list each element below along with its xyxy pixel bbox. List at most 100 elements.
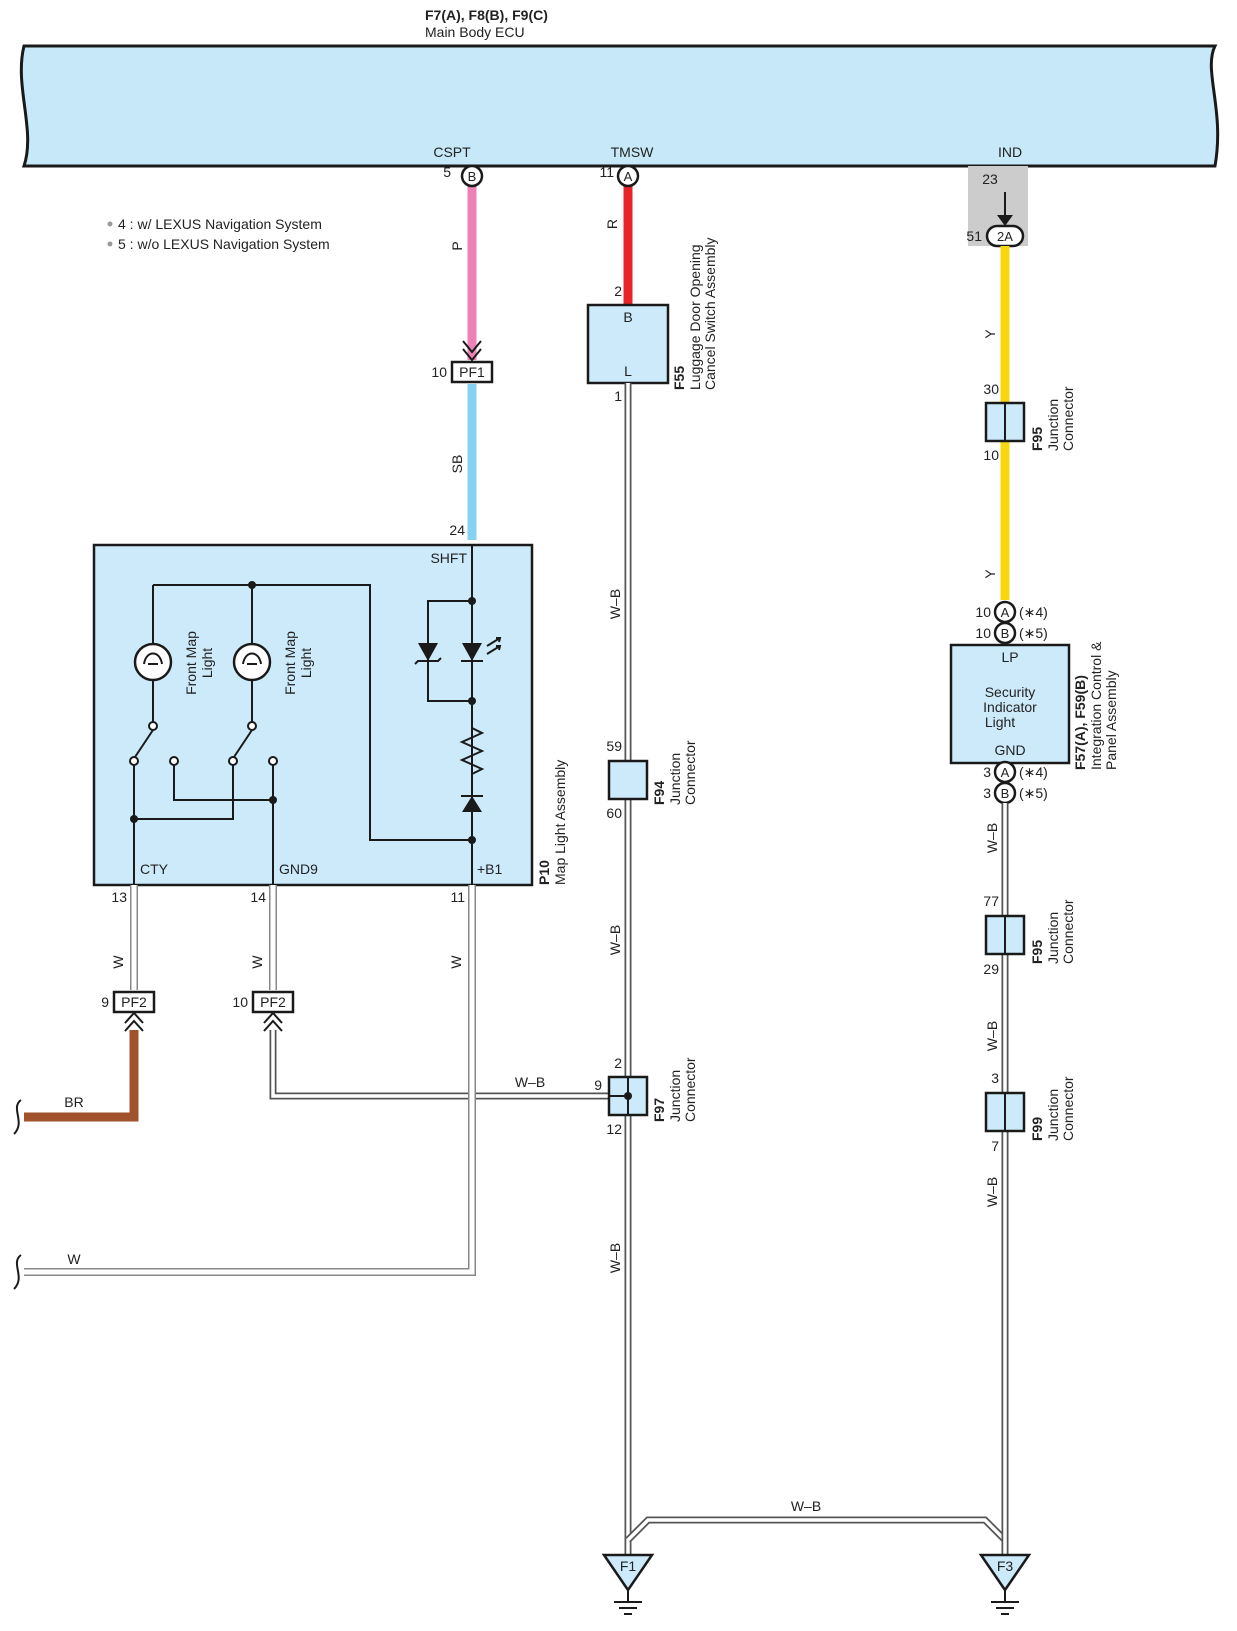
f94-num-top: 59	[606, 738, 622, 754]
f55-num-top: 2	[614, 283, 622, 299]
f59-top-a-num: 10	[975, 604, 991, 620]
f59-lp-label: LP	[1001, 649, 1018, 665]
f59-light-line-2: Indicator	[983, 699, 1037, 715]
cspt-connector-letter: B	[468, 169, 477, 184]
p10-cty-num: 13	[111, 889, 127, 905]
wire-brown	[24, 1030, 139, 1122]
wire-label-w-11: W	[448, 955, 464, 969]
p10-code: P10	[536, 860, 552, 885]
f95b-name-1: Junction	[1045, 912, 1061, 964]
f94-name-2: Connector	[682, 740, 698, 805]
main-body-ecu: F7(A), F8(B), F9(C) Main Body ECU CSPT T…	[19, 7, 1220, 168]
f95b-name-2: Connector	[1060, 899, 1076, 964]
f99-num-top: 3	[991, 1070, 999, 1086]
f59-top-b-letter: B	[1001, 626, 1010, 641]
lamp-1-label-a: Front Map	[183, 631, 199, 695]
ind-pin-num: 23	[982, 171, 998, 187]
ecu-pin-ind: IND	[998, 144, 1022, 160]
pf2-b-num: 10	[232, 994, 248, 1010]
cspt-connector-symbol	[460, 164, 484, 188]
lamp-2-label-a: Front Map	[282, 631, 298, 695]
p10-gnd9-label: GND9	[279, 861, 318, 877]
tmsw-circuit: 11 A R 2 B L F55 Luggage Door Opening Ca…	[586, 164, 1008, 1615]
wire-label-y-1: Y	[982, 329, 998, 339]
p10-lower-wiring: 13 14 11 W PF2 9 BR W PF2 10 W–B W W	[13, 885, 616, 1290]
pf2-a-num: 9	[101, 994, 109, 1010]
f59-bot-a-num: 3	[983, 764, 991, 780]
wire-label-wb-f59: W–B	[984, 823, 1000, 853]
lamp-2-icon	[232, 642, 272, 682]
f55-name-1: Luggage Door Opening	[687, 244, 703, 390]
f55-pin-b: B	[623, 309, 632, 325]
p10-map-light-assembly: SHFT Front Map Light Front Map Light	[92, 543, 568, 887]
f59-top-b-note: (∗5)	[1019, 625, 1048, 641]
p10-name: Map Light Assembly	[552, 760, 568, 885]
f55-code: F55	[671, 366, 687, 390]
ecu-pin-tmsw: TMSW	[611, 144, 655, 160]
f59-top-b-symbol	[993, 621, 1017, 645]
legend-note-5: 5 : w/o LEXUS Navigation System	[118, 236, 330, 252]
f99-num-bottom: 7	[991, 1138, 999, 1154]
switch-2-icon	[247, 721, 257, 731]
f59-light-line-1: Security	[985, 684, 1036, 700]
wire-label-wb-3: W–B	[607, 1243, 623, 1273]
p10-box	[92, 543, 534, 887]
wire-label-br: BR	[64, 1094, 83, 1110]
wire-label-w-14: W	[249, 955, 265, 969]
ecu-pin-cspt: CSPT	[433, 144, 471, 160]
wire-label-wb-f95: W–B	[984, 1021, 1000, 1051]
f97-name-2: Connector	[682, 1057, 698, 1122]
f59-indicator-box	[949, 643, 1071, 765]
f99-name-2: Connector	[1060, 1076, 1076, 1141]
f59-gnd-label: GND	[994, 742, 1025, 758]
tmsw-connector-symbol	[616, 164, 640, 188]
pf2-a-label: PF2	[121, 994, 147, 1010]
f99-code: F99	[1029, 1117, 1045, 1141]
f59-bot-b-num: 3	[983, 785, 991, 801]
f94-code: F94	[651, 781, 667, 805]
legend-note-4: 4 : w/ LEXUS Navigation System	[118, 216, 322, 232]
wire-label-p: P	[449, 241, 465, 250]
f59-bot-a-letter: A	[1001, 765, 1010, 780]
ground-f1-label: F1	[620, 1558, 637, 1574]
pf2-b-label: PF2	[260, 994, 286, 1010]
pf1-arrow-symbol	[462, 340, 482, 362]
wire-label-wb-bottom: W–B	[791, 1498, 821, 1514]
f95b-num-top: 77	[983, 893, 999, 909]
ind-circuit: 23 2A 51 Y 30 10 F95 Junction Connector …	[949, 166, 1119, 1615]
f97-code: F97	[651, 1098, 667, 1122]
f59-name-2: Panel Assembly	[1103, 670, 1119, 770]
f97-num-bottom: 12	[606, 1121, 622, 1137]
f55-pin-l: L	[624, 363, 632, 379]
legend: 4 : w/ LEXUS Navigation System 5 : w/o L…	[107, 216, 330, 252]
pf1-label: PF1	[459, 364, 485, 380]
wire-label-w-left: W	[67, 1251, 81, 1267]
wire-label-wb-2: W–B	[607, 925, 623, 955]
f97-name-1: Junction	[667, 1070, 683, 1122]
ground-f3-label: F3	[997, 1558, 1014, 1574]
lamp-1-label-b: Light	[199, 648, 215, 678]
ind-connector-label: 2A	[997, 229, 1013, 244]
p10-b1-label: +B1	[477, 861, 503, 877]
f59-bot-b-note: (∗5)	[1019, 785, 1048, 801]
diode-icon	[461, 795, 483, 812]
f99-name-1: Junction	[1045, 1089, 1061, 1141]
f55-name-2: Cancel Switch Assembly	[702, 237, 718, 390]
pf1-num: 10	[431, 364, 447, 380]
resistor-icon	[459, 727, 485, 775]
wire-label-sb: SB	[449, 455, 465, 474]
f94-num-bottom: 60	[606, 805, 622, 821]
wire-label-r: R	[604, 219, 620, 229]
p10-gnd9-num: 14	[250, 889, 266, 905]
f95a-name-2: Connector	[1060, 386, 1076, 451]
wire-label-wb-1: W–B	[607, 589, 623, 619]
f95a-name-1: Junction	[1045, 399, 1061, 451]
f97-num-left: 9	[594, 1077, 602, 1093]
f59-bot-b-letter: B	[1001, 786, 1010, 801]
f95b-num-bottom: 29	[983, 961, 999, 977]
zener-diode-icon	[414, 643, 442, 665]
p10-b1-num: 11	[450, 889, 465, 905]
ecu-title: F7(A), F8(B), F9(C)	[425, 7, 548, 23]
f95a-num-top: 30	[983, 381, 999, 397]
f94-name-1: Junction	[667, 753, 683, 805]
